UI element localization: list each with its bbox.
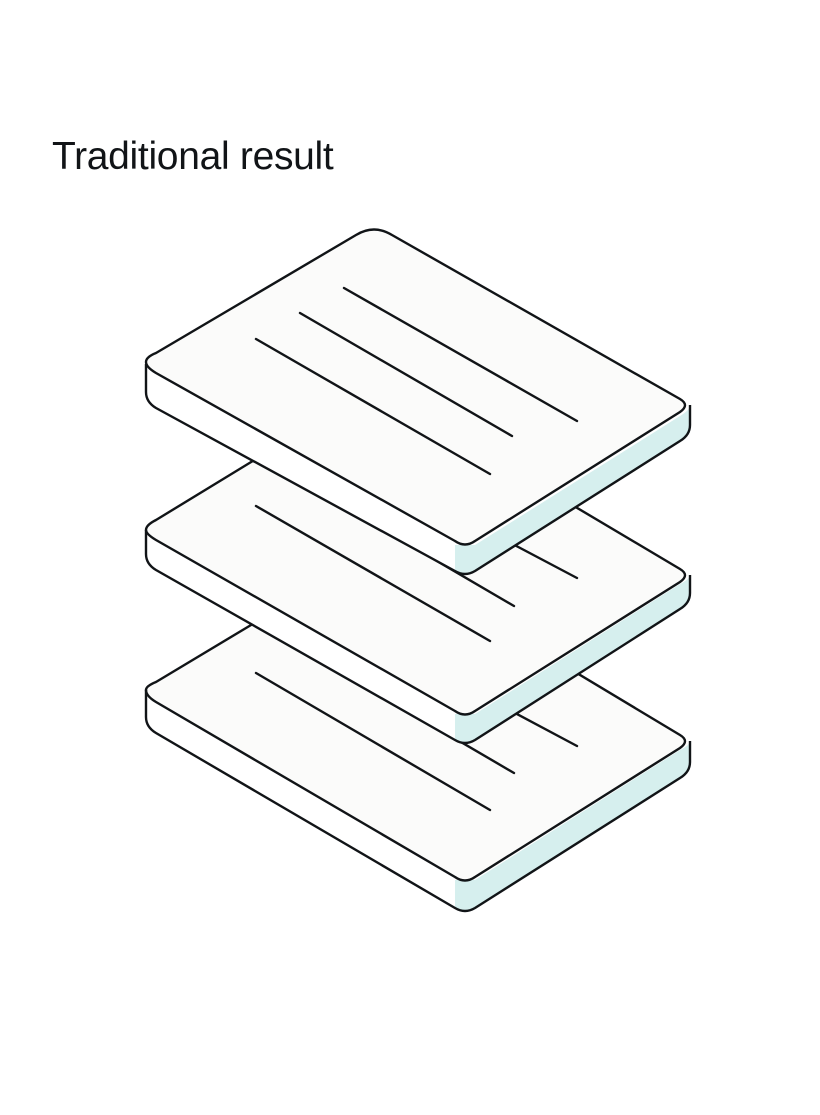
card-top-face [144,228,687,546]
card-outline [144,690,692,913]
text-line [254,671,492,812]
document-card-top [144,228,692,576]
card-side-accent [455,405,690,574]
text-line [254,337,492,476]
text-line [254,504,492,643]
text-line [298,311,514,438]
card-side-accent [455,741,690,911]
text-line [342,286,579,423]
card-side-accent [455,575,690,743]
card-outline [144,530,692,745]
page-title: Traditional result [52,135,334,178]
card-outline [144,364,692,576]
